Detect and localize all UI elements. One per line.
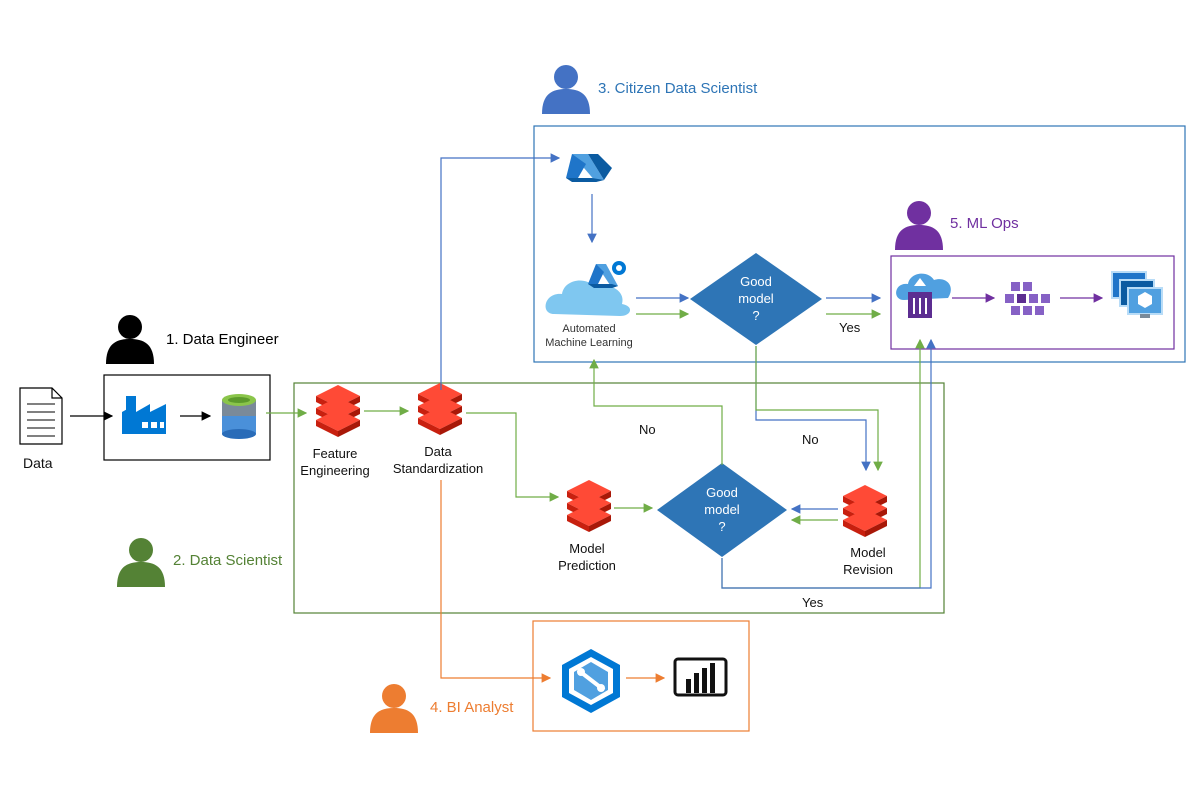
edge-label-no-left: No — [639, 422, 656, 437]
arrow-standardization-to-prediction — [466, 412, 560, 502]
decision-bottom-label: Good model ? — [704, 485, 740, 534]
arrow-decision-bottom-yes-blue — [721, 338, 936, 589]
citizen-data-scientist-box — [533, 125, 1186, 363]
data-engineer-person-icon — [106, 315, 154, 364]
ml-ops-person-icon — [895, 201, 943, 250]
arrow-decision-top-no-green — [755, 346, 883, 472]
automated-ml-icon — [545, 261, 631, 316]
model-revision-icon — [843, 485, 887, 537]
flow-arrows — [70, 153, 1104, 683]
edge-label-yes-bottom: Yes — [802, 595, 824, 610]
decision-top-label: Good model ? — [738, 274, 774, 323]
data-standardization-label: Data Standardization — [392, 444, 484, 476]
power-bi-icon — [673, 657, 728, 697]
model-prediction-label: Model Prediction — [558, 541, 616, 573]
persona-data-scientist: 2. Data Scientist — [173, 552, 283, 569]
feature-engineering-icon — [316, 385, 360, 437]
citizen-data-scientist-person-icon — [542, 65, 590, 114]
data-label: Data — [23, 455, 53, 471]
arrow-decision-top-no-blue — [755, 346, 871, 472]
feature-engineering-label: Feature Engineering — [300, 446, 370, 478]
ml-ops-box — [890, 255, 1175, 350]
arrow-standardization-to-synapse — [440, 480, 552, 683]
document-icon — [19, 387, 63, 445]
container-registry-icon — [896, 273, 951, 318]
data-standardization-icon — [418, 383, 462, 435]
persona-ml-ops: 5. ML Ops — [950, 215, 1019, 232]
model-revision-label: Model Revision — [843, 545, 893, 577]
edge-label-no-top: No — [802, 432, 819, 447]
synapse-icon — [562, 649, 620, 713]
kubernetes-icon — [1005, 282, 1050, 315]
virtual-machines-icon — [1111, 271, 1163, 318]
persona-bi-analyst: 4. BI Analyst — [430, 699, 514, 716]
azure-ml-icon — [566, 154, 612, 182]
bi-analyst-box — [532, 620, 750, 732]
edge-label-yes-top: Yes — [839, 320, 861, 335]
decision-diamond-bottom — [657, 463, 787, 557]
arrow-decision-bottom-no — [589, 358, 723, 465]
data-lake-icon — [222, 394, 256, 439]
decision-diamond-top — [690, 253, 822, 345]
data-scientist-box — [293, 382, 945, 614]
data-scientist-person-icon — [117, 538, 165, 587]
data-factory-icon — [122, 396, 166, 434]
bi-analyst-person-icon — [370, 684, 418, 733]
persona-data-engineer: 1. Data Engineer — [166, 331, 279, 348]
persona-citizen-data-scientist: 3. Citizen Data Scientist — [598, 80, 758, 97]
model-prediction-icon — [567, 480, 611, 532]
automated-ml-label: Automated Machine Learning — [545, 323, 633, 349]
arrow-standardization-to-azureml — [440, 153, 561, 390]
